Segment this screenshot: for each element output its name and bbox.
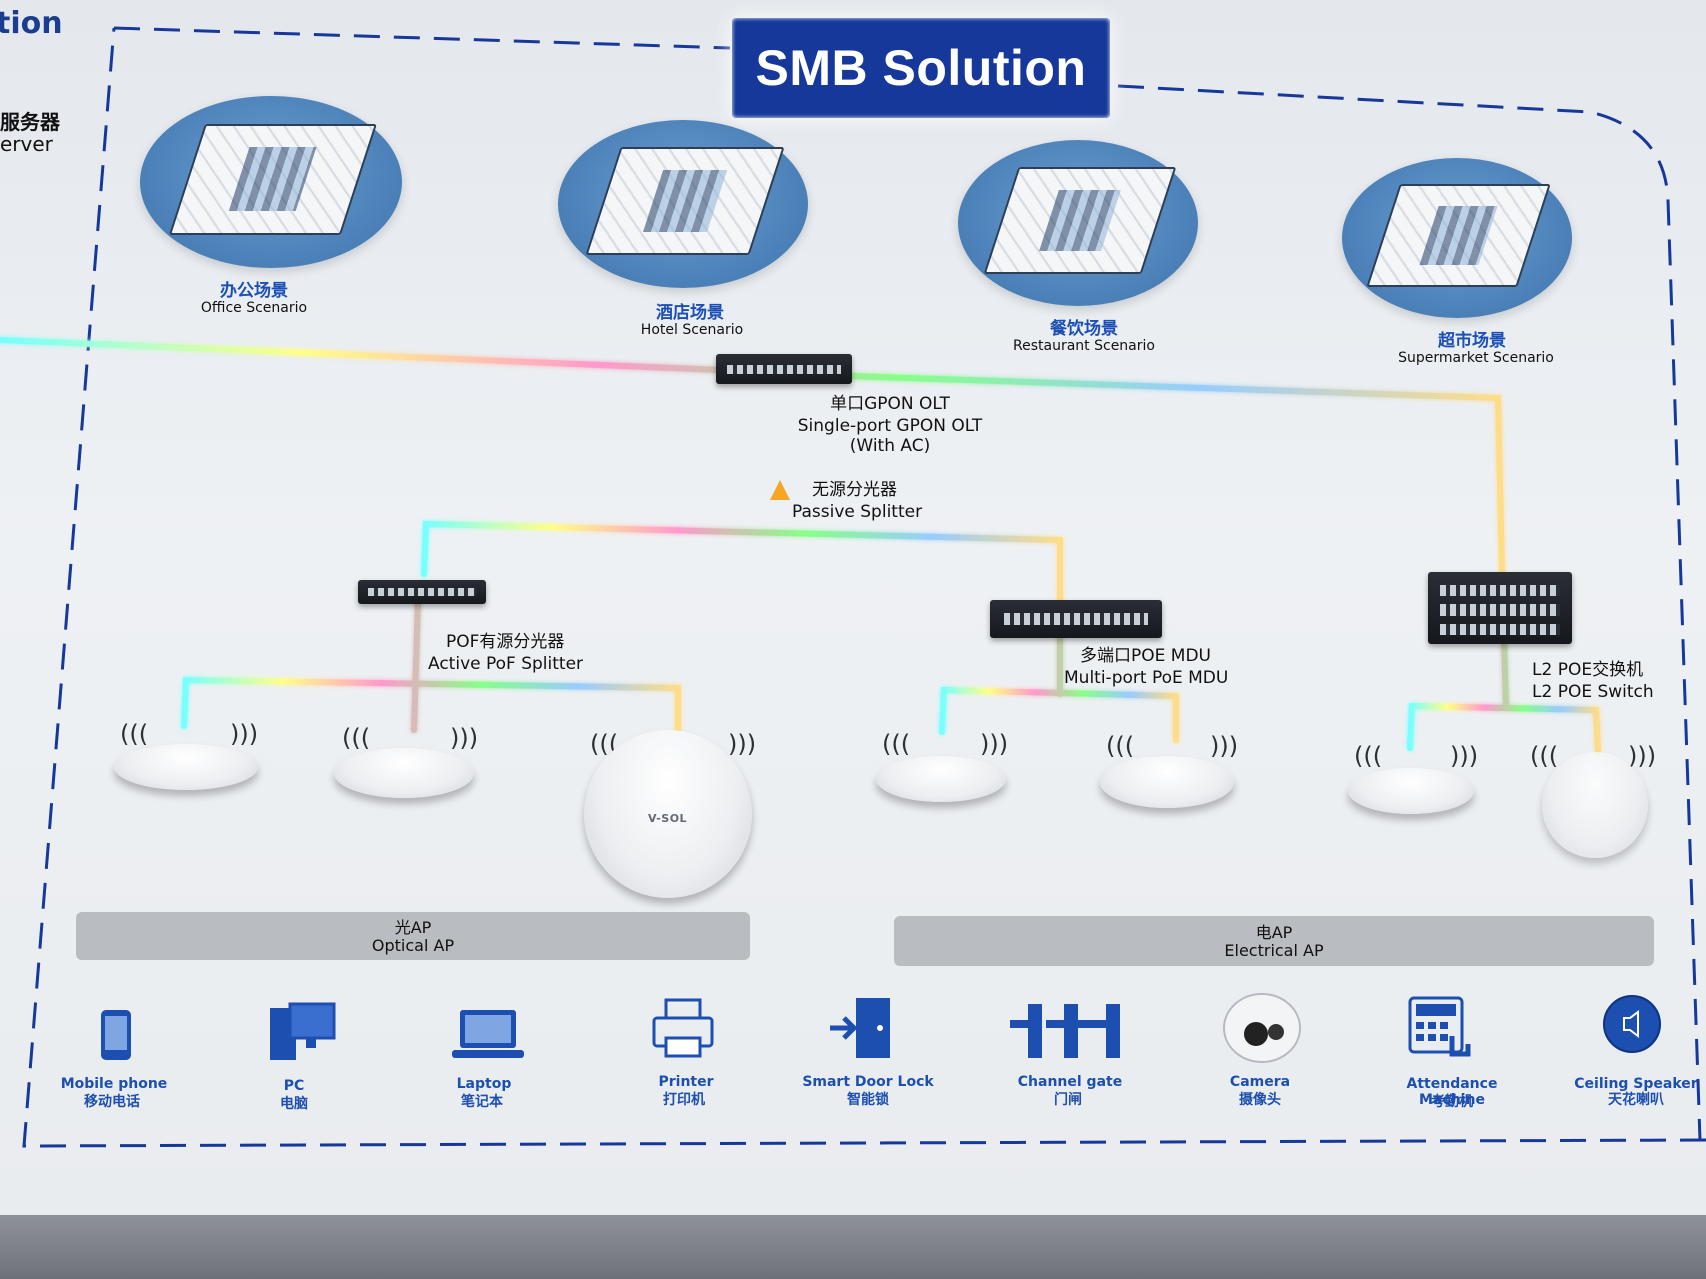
mdu-label-cn: 多端口POE MDU (1080, 646, 1211, 666)
terminal-label-en: Channel gate (1017, 1074, 1123, 1090)
pc-icon (270, 1002, 336, 1060)
electrical-ap-4 (1542, 752, 1648, 858)
terminal-label-cn: 门闸 (1054, 1092, 1082, 1108)
door-lock-icon (830, 998, 890, 1058)
mdu-label-en: Multi-port PoE MDU (1064, 668, 1229, 688)
gpon-olt-device (716, 354, 852, 384)
terminal-label-cn: 摄像头 (1239, 1092, 1281, 1108)
printer-icon (652, 998, 714, 1058)
optical-ap-2 (334, 748, 474, 798)
mdu-branch-line (939, 633, 1179, 743)
wifi-signal-icon: ((( (342, 724, 371, 752)
laptop-icon (452, 1010, 524, 1058)
scenario-hotel-cn: 酒店场景 (656, 303, 724, 323)
channel-gate-icon (1010, 1004, 1120, 1058)
wifi-signal-icon: ((( (1354, 742, 1383, 770)
hotel-scenario-image (558, 120, 808, 288)
edge-title-fragment: tion (0, 6, 63, 41)
scenario-hotel-en: Hotel Scenario (640, 322, 744, 338)
active-pof-splitter-device (358, 580, 486, 604)
wifi-signal-icon: ))) (1210, 732, 1239, 760)
splitter-branch-line (421, 520, 1063, 603)
terminal-label-en: PC (283, 1078, 305, 1094)
ap-brand-logo: V-SOL (648, 812, 688, 825)
olt-label-en: Single-port GPON OLT (797, 416, 983, 436)
terminal-label-cn: 电脑 (280, 1096, 308, 1112)
dashed-frame (22, 26, 1706, 1148)
switch-branch-line (1407, 637, 1601, 753)
restaurant-scenario-image (958, 140, 1198, 306)
wifi-signal-icon: ((( (1106, 732, 1135, 760)
scenario-office-cn: 办公场景 (220, 281, 288, 301)
ceiling-speaker-icon (1603, 995, 1661, 1053)
wifi-signal-icon: ))) (1628, 742, 1657, 770)
terminal-label-cn: 移动电话 (84, 1094, 140, 1110)
l2-poe-switch-device (1428, 572, 1572, 644)
scenario-supermarket-cn: 超市场景 (1438, 331, 1506, 351)
terminal-label-en: Printer (658, 1074, 714, 1090)
electrical-ap-bar-cn: 电AP (1255, 923, 1293, 942)
scenario-supermarket-en: Supermarket Scenario (1398, 350, 1554, 366)
scenario-restaurant-en: Restaurant Scenario (1013, 338, 1155, 354)
electrical-ap-1 (876, 756, 1006, 802)
wifi-signal-icon: ))) (728, 730, 757, 758)
optical-ap-3 (584, 730, 752, 898)
switch-label-cn: L2 POE交换机 (1532, 660, 1644, 680)
scenario-restaurant-cn: 餐饮场景 (1050, 319, 1118, 339)
camera-icon (1223, 993, 1301, 1063)
terminal-label-cn: 天花喇叭 (1608, 1092, 1664, 1108)
pof-label-en: Active PoF Splitter (428, 654, 584, 674)
page-title: SMB Solution (732, 18, 1110, 118)
attendance-machine-icon (1408, 996, 1471, 1057)
olt-label-ac: (With AC) (849, 436, 931, 456)
office-scenario-image (140, 96, 402, 268)
pof-label-cn: POF有源分光器 (446, 632, 565, 652)
mobile-phone-icon (101, 1010, 131, 1060)
electrical-ap-bar-en: Electrical AP (1224, 941, 1324, 960)
supermarket-scenario-image (1342, 158, 1572, 318)
backbone-line (0, 337, 1505, 575)
terminal-label-en: Ceiling Speaker (1574, 1076, 1698, 1092)
splitter-label-cn: 无源分光器 (812, 480, 897, 500)
terminal-label-en: Camera (1229, 1074, 1291, 1090)
terminal-label-cn: 考勤机 (1431, 1094, 1473, 1110)
scenario-office-en: Office Scenario (200, 300, 308, 316)
wifi-signal-icon: ((( (882, 730, 911, 758)
floor (0, 1215, 1706, 1279)
terminal-label-en: Mobile phone (60, 1076, 168, 1092)
optical-ap-bar-en: Optical AP (371, 936, 455, 955)
wifi-signal-icon: ))) (450, 724, 479, 752)
terminal-label-en: Laptop (456, 1076, 512, 1092)
optical-ap-bar: 光AP Optical AP (76, 912, 750, 960)
olt-label-cn: 单口GPON OLT (830, 394, 950, 414)
electrical-ap-2 (1100, 756, 1234, 808)
terminal-label-cn: 笔记本 (461, 1094, 503, 1110)
wifi-signal-icon: ((( (1530, 742, 1559, 770)
electrical-ap-bar: 电AP Electrical AP (894, 916, 1654, 966)
terminal-label-en: Attendance Machine (1406, 1076, 1498, 1108)
electrical-ap-3 (1348, 768, 1474, 814)
wifi-signal-icon: ((( (120, 720, 149, 748)
wifi-signal-icon: ))) (980, 730, 1009, 758)
terminal-label-cn: 打印机 (663, 1092, 705, 1108)
switch-label-en: L2 POE Switch (1532, 682, 1654, 702)
passive-splitter-device (770, 480, 790, 500)
optical-ap-bar-cn: 光AP (394, 918, 432, 937)
poe-mdu-device (990, 600, 1162, 638)
wifi-signal-icon: ))) (1450, 742, 1479, 770)
terminal-label-en: Smart Door Lock (802, 1074, 934, 1090)
terminal-label-cn: 智能锁 (847, 1092, 889, 1108)
edge-server-en: erver (0, 132, 53, 156)
optical-ap-1 (114, 744, 258, 790)
pof-branch-line (181, 597, 681, 733)
splitter-label-en: Passive Splitter (792, 502, 923, 522)
wifi-signal-icon: ))) (230, 720, 259, 748)
edge-server-cn: 服务器 (0, 110, 60, 134)
